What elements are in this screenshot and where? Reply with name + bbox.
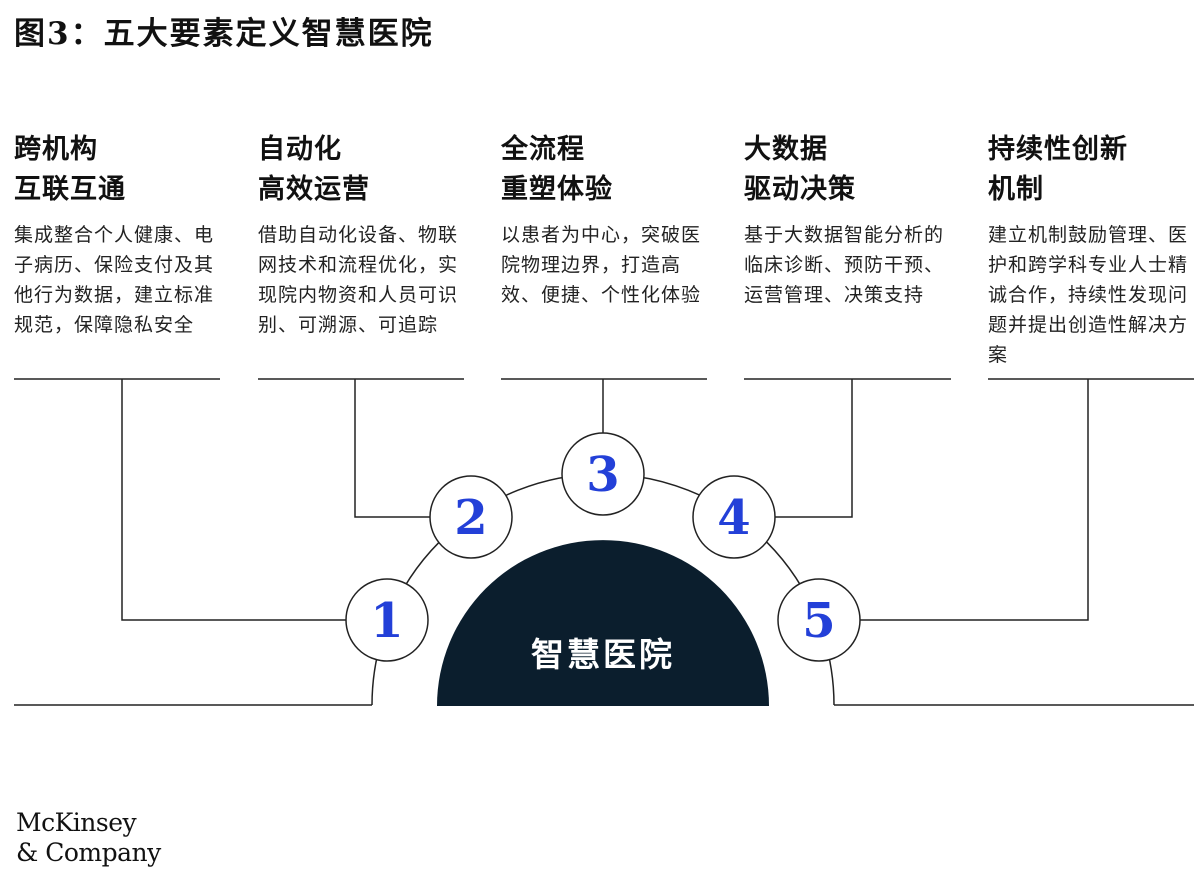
- element-heading-1: 跨机构 互联互通: [14, 130, 232, 210]
- element-heading-5-line2: 机制: [988, 174, 1044, 205]
- element-heading-2-line2: 高效运营: [258, 174, 370, 205]
- element-column-2: 自动化 高效运营 借助自动化设备、物联网技术和流程优化，实现院内物资和人员可识别…: [258, 130, 476, 340]
- element-badge-3: 3: [561, 432, 645, 516]
- element-column-3: 全流程 重塑体验 以患者为中心，突破医院物理边界，打造高效、便捷、个性化体验: [501, 130, 707, 310]
- element-description-2: 借助自动化设备、物联网技术和流程优化，实现院内物资和人员可识别、可溯源、可追踪: [258, 224, 459, 336]
- element-number-4: 4: [717, 490, 750, 546]
- element-badge-2: 2: [429, 475, 513, 559]
- logo-line-1: McKinsey: [16, 808, 137, 837]
- element-description-5: 建立机制鼓励管理、医护和跨学科专业人士精诚合作，持续性发现问题并提出创造性解决方…: [988, 224, 1189, 366]
- element-heading-1-line2: 互联互通: [14, 174, 126, 205]
- hub-label: 智慧医院: [531, 635, 675, 674]
- element-description-1: 集成整合个人健康、电子病历、保险支付及其他行为数据，建立标准规范，保障隐私安全: [14, 224, 215, 336]
- hub-semicircle: [437, 540, 769, 706]
- connector-2: [354, 379, 430, 518]
- element-heading-4-line2: 驱动决策: [744, 174, 856, 205]
- element-heading-2: 自动化 高效运营: [258, 130, 476, 210]
- element-description-4: 基于大数据智能分析的临床诊断、预防干预、运营管理、决策支持: [744, 224, 945, 306]
- element-number-5: 5: [802, 593, 835, 649]
- element-column-4: 大数据 驱动决策 基于大数据智能分析的临床诊断、预防干预、运营管理、决策支持: [744, 130, 962, 310]
- element-badge-1: 1: [345, 578, 429, 662]
- element-heading-3-line2: 重塑体验: [501, 174, 613, 205]
- connector-5: [860, 379, 1089, 621]
- element-number-3: 3: [586, 447, 619, 503]
- element-column-1: 跨机构 互联互通 集成整合个人健康、电子病历、保险支付及其他行为数据，建立标准规…: [14, 130, 232, 340]
- element-column-5: 持续性创新 机制 建立机制鼓励管理、医护和跨学科专业人士精诚合作，持续性发现问题…: [988, 130, 1194, 370]
- element-heading-4: 大数据 驱动决策: [744, 130, 962, 210]
- connector-4: [775, 379, 853, 518]
- element-heading-3-line1: 全流程: [501, 134, 585, 165]
- element-number-2: 2: [454, 490, 487, 546]
- logo-line-2: & Company: [16, 838, 161, 867]
- element-badge-4: 4: [692, 475, 776, 559]
- element-description-3: 以患者为中心，突破医院物理边界，打造高效、便捷、个性化体验: [501, 224, 702, 306]
- mckinsey-logo: McKinsey & Company: [16, 808, 161, 868]
- element-heading-1-line1: 跨机构: [14, 134, 98, 165]
- figure-title: 图3：五大要素定义智慧医院: [14, 16, 434, 52]
- connector-1: [121, 379, 347, 621]
- element-heading-3: 全流程 重塑体验: [501, 130, 707, 210]
- element-number-1: 1: [370, 593, 403, 649]
- element-heading-5: 持续性创新 机制: [988, 130, 1194, 210]
- element-badge-5: 5: [777, 578, 861, 662]
- element-heading-2-line1: 自动化: [258, 134, 342, 165]
- element-heading-5-line1: 持续性创新: [988, 134, 1128, 165]
- element-heading-4-line1: 大数据: [744, 134, 828, 165]
